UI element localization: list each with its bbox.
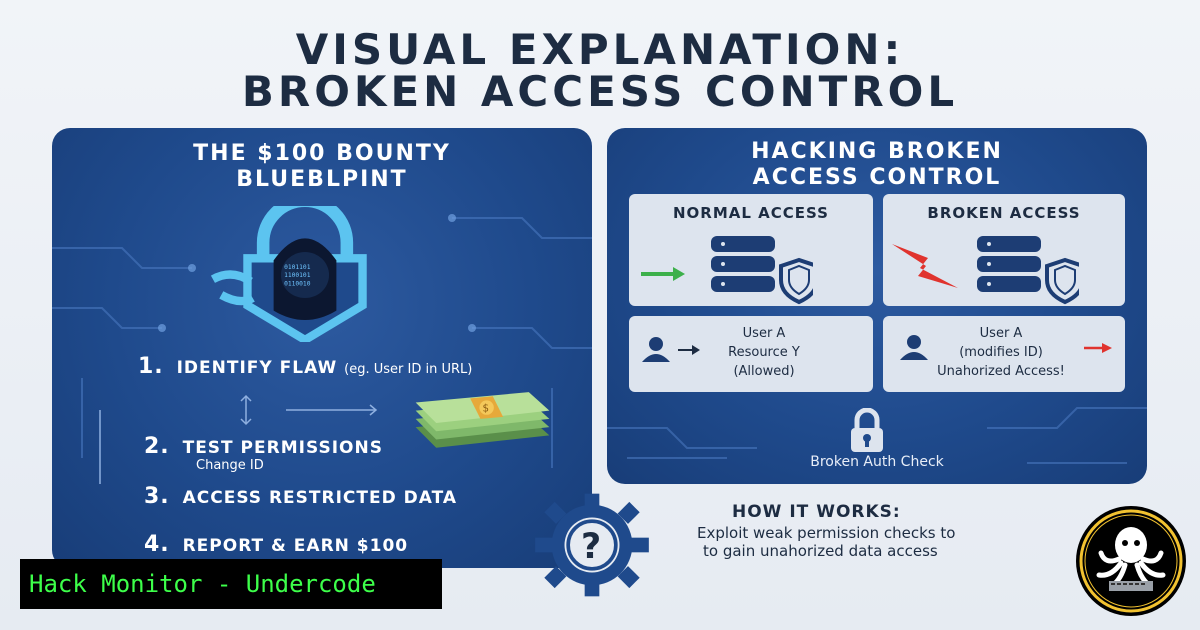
step-4-label: REPORT & EARN $100 bbox=[182, 536, 409, 556]
step-2-label: TEST PERMISSIONS bbox=[182, 438, 383, 458]
user-icon bbox=[642, 337, 670, 362]
user-icon-broken bbox=[900, 335, 928, 360]
step-3-label: ACCESS RESTRICTED DATA bbox=[182, 488, 458, 508]
lock-caption: Broken Auth Check bbox=[810, 454, 944, 470]
normal-user-line3: (Allowed) bbox=[733, 364, 795, 379]
step-1: 1. IDENTIFY FLAW (eg. User ID in URL) bbox=[138, 354, 472, 379]
right-panel-title-line1: HACKING BROKEN bbox=[751, 139, 1003, 164]
how-it-works-title: HOW IT WORKS: bbox=[732, 502, 901, 522]
svg-text:0110010: 0110010 bbox=[284, 281, 311, 288]
octopus-logo-icon bbox=[1076, 506, 1186, 616]
how-it-works-line2: to gain unahorized data access bbox=[703, 542, 938, 560]
red-arrow-icon bbox=[1084, 343, 1112, 353]
normal-access-card: NORMAL ACCESS bbox=[629, 194, 873, 306]
left-panel-title-line1: THE $100 BOUNTY bbox=[193, 141, 451, 166]
padlock-icon bbox=[851, 408, 883, 452]
green-arrow-icon bbox=[641, 267, 685, 281]
broken-user-line2: (modifies ID) bbox=[959, 345, 1043, 360]
svg-text:0101101: 0101101 bbox=[284, 264, 311, 271]
step-1-label: IDENTIFY FLAW bbox=[176, 358, 338, 378]
small-arrow-icon bbox=[678, 345, 700, 355]
broken-access-title: BROKEN ACCESS bbox=[927, 204, 1081, 222]
how-it-works-line1: Exploit weak permission checks to bbox=[697, 524, 956, 542]
svg-text:?: ? bbox=[581, 527, 601, 567]
main-title-line1: VISUAL EXPLANATION: bbox=[295, 25, 905, 74]
access-control-panel: HACKING BROKEN ACCESS CONTROL NORMAL ACC… bbox=[607, 128, 1147, 484]
step-2-number: 2. bbox=[144, 434, 170, 459]
step-3-number: 3. bbox=[144, 484, 170, 509]
flow-arrows-icon bbox=[99, 394, 378, 484]
broken-user-line1: User A bbox=[979, 326, 1023, 341]
circuit-background-right bbox=[607, 407, 1147, 464]
svg-text:$: $ bbox=[483, 403, 490, 415]
step-1-number: 1. bbox=[138, 354, 164, 379]
question-gear-icon: ? bbox=[535, 493, 649, 597]
normal-user-line2: Resource Y bbox=[728, 345, 800, 360]
step-3: 3. ACCESS RESTRICTED DATA bbox=[144, 484, 457, 509]
lightning-icon bbox=[892, 244, 958, 288]
normal-user-line1: User A bbox=[742, 326, 786, 341]
broken-user-line3: Unahorized Access! bbox=[937, 364, 1065, 379]
right-panel-title-line2: ACCESS CONTROL bbox=[752, 165, 1002, 190]
left-panel-title-line2: BLUEBLPINT bbox=[236, 167, 408, 192]
normal-user-text: User A Resource Y (Allowed) bbox=[699, 324, 829, 381]
main-title-line2: BROKEN ACCESS CONTROL bbox=[241, 67, 959, 116]
database-shield-icon-broken bbox=[977, 236, 1079, 305]
step-1-note: (eg. User ID in URL) bbox=[344, 362, 473, 377]
normal-access-title: NORMAL ACCESS bbox=[673, 204, 829, 222]
step-4: 4. REPORT & EARN $100 bbox=[144, 532, 408, 557]
step-2: 2. TEST PERMISSIONS bbox=[144, 434, 383, 459]
step-2-sub: Change ID bbox=[196, 458, 264, 473]
undercode-logo bbox=[1075, 505, 1187, 617]
hack-monitor-banner: Hack Monitor - Undercode bbox=[20, 559, 442, 609]
normal-user-card: User A Resource Y (Allowed) bbox=[629, 316, 873, 392]
svg-text:1100101: 1100101 bbox=[284, 272, 311, 279]
database-shield-icon bbox=[711, 236, 813, 305]
circuit-background bbox=[52, 214, 592, 468]
broken-user-text: User A (modifies ID) Unahorized Access! bbox=[911, 324, 1091, 381]
broken-user-card: User A (modifies ID) Unahorized Access! bbox=[883, 316, 1125, 392]
step-4-number: 4. bbox=[144, 532, 170, 557]
money-stack-icon: $ bbox=[415, 392, 550, 448]
broken-access-card: BROKEN ACCESS bbox=[883, 194, 1125, 306]
